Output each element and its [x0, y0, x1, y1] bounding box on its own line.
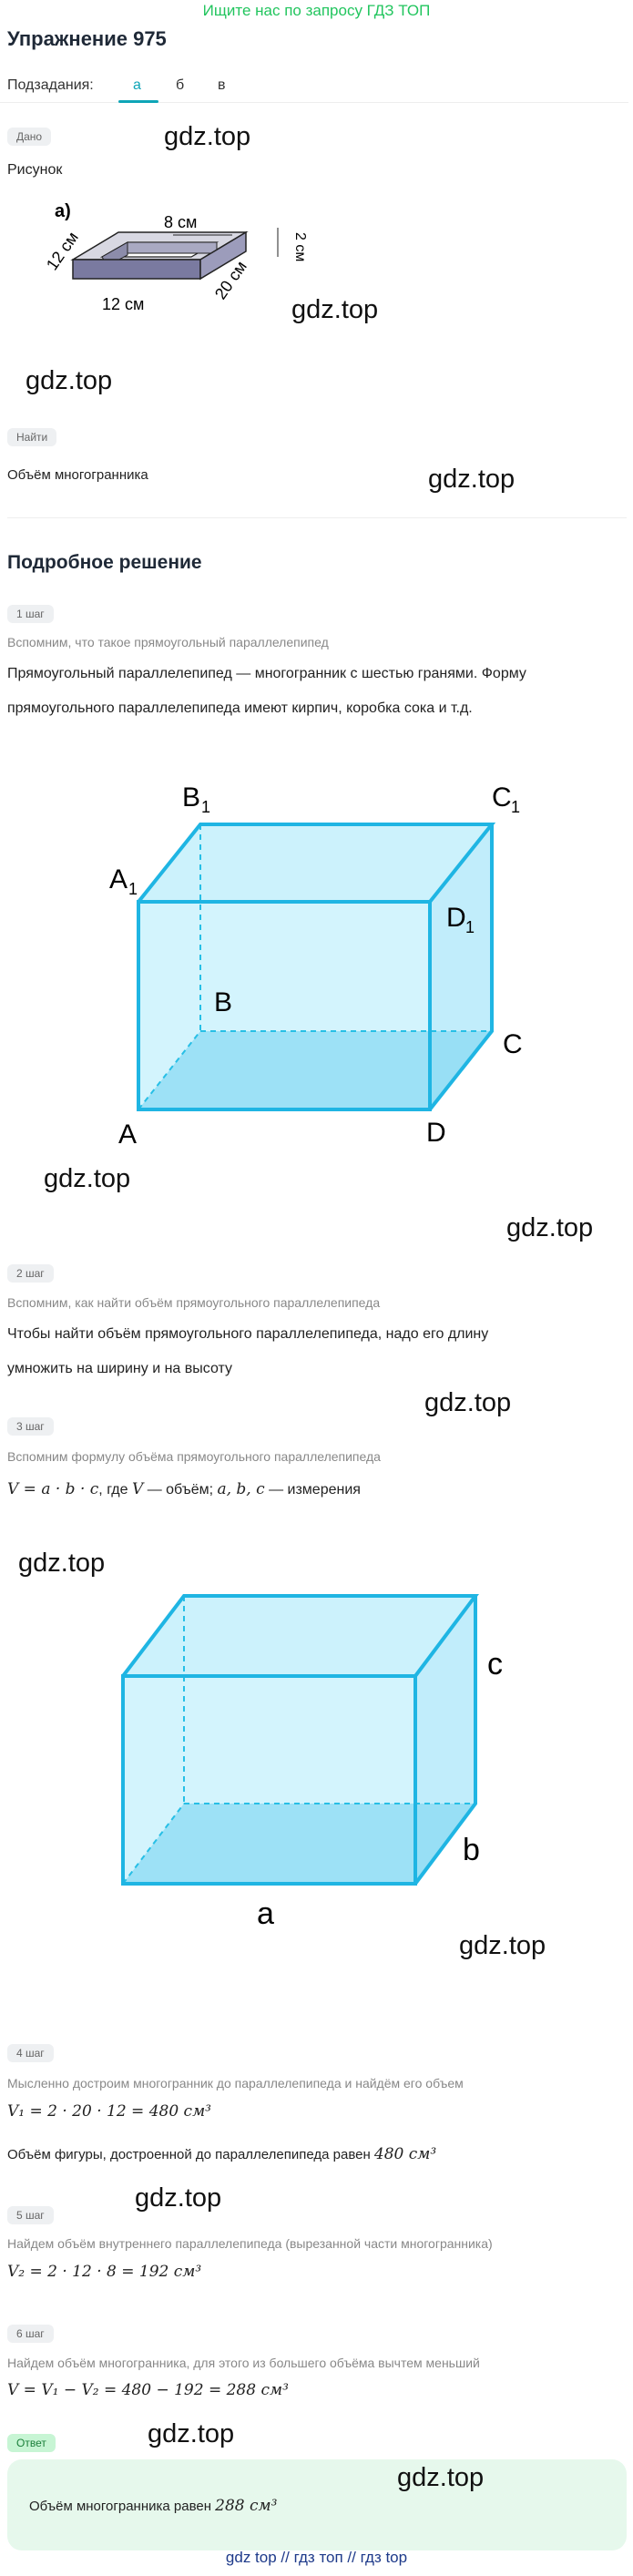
- footer-links[interactable]: gdz top // гдз топ // гдз top: [225, 2549, 408, 2566]
- subtask-tab-v[interactable]: в: [218, 77, 226, 93]
- step-hint: Найдем объём многогранника, для этого из…: [7, 2356, 480, 2370]
- given-text: Рисунок: [7, 162, 63, 178]
- figure-height: 2 см: [292, 232, 308, 261]
- step-hint: Найдем объём внутреннего параллелепипеда…: [7, 2236, 493, 2251]
- subtasks-label: Подзадания:: [7, 77, 94, 93]
- edge-label-a: a: [257, 1896, 274, 1931]
- step-text: прямоугольного параллелепипеда имеют кир…: [7, 700, 473, 716]
- solution-title: Подробное решение: [7, 552, 202, 573]
- vertex-label-b: B: [214, 987, 232, 1017]
- watermark: gdz.top: [506, 1213, 594, 1242]
- formula-tail: — объём;: [143, 1482, 218, 1498]
- step-text: Чтобы найти объём прямоугольного паралле…: [7, 1326, 489, 1342]
- formula-abc: a, b, c: [217, 1480, 265, 1498]
- step-chip: 6 шаг: [7, 2325, 54, 2343]
- formula-text: , где: [98, 1482, 132, 1498]
- step-chip: 1 шаг: [7, 605, 54, 623]
- parallelepiped-figure: A 1 B 1 C 1 D 1 B C A D: [109, 782, 523, 1148]
- formula-v: V: [131, 1480, 144, 1498]
- given-figure: а) 8 см 2 см 12 см 20 см 12 см: [43, 201, 308, 313]
- watermark: gdz.top: [148, 2419, 235, 2448]
- section-divider: [7, 517, 627, 518]
- formula-end: — измерения: [264, 1482, 361, 1498]
- figure-bottom: 12 см: [102, 295, 144, 313]
- vertex-label-c: C: [503, 1029, 523, 1059]
- answer-box: [7, 2459, 627, 2550]
- find-chip: Найти: [7, 428, 57, 446]
- page-title: Упражнение 975: [7, 27, 167, 50]
- vertex-label-b1: B: [182, 782, 200, 813]
- watermark: gdz.top: [18, 1549, 106, 1578]
- watermark: gdz.top: [428, 465, 516, 494]
- answer-chip: Ответ: [7, 2434, 56, 2452]
- watermark: gdz.top: [397, 2463, 485, 2492]
- step-hint: Мысленно достроим многогранник до паралл…: [7, 2076, 464, 2090]
- step-value: 480 см³: [373, 2145, 437, 2163]
- subtask-tab-a[interactable]: а: [133, 77, 141, 93]
- step-chip: 2 шаг: [7, 1264, 54, 1283]
- active-tab-indicator: [118, 100, 158, 103]
- step-chip: 3 шаг: [7, 1417, 54, 1436]
- edge-label-c: c: [487, 1647, 503, 1682]
- step-text: Объём фигуры, достроенной до параллелепи…: [7, 2147, 374, 2162]
- watermark: gdz.top: [424, 1388, 512, 1417]
- step-text: Прямоугольный параллелепипед — многогран…: [7, 666, 526, 681]
- vertex-label-d1: D: [446, 903, 466, 933]
- watermark: gdz.top: [44, 1164, 131, 1193]
- edge-label-b: b: [463, 1833, 480, 1867]
- search-promo-link[interactable]: Ищите нас по запросу ГДЗ ТОП: [202, 2, 431, 19]
- vertex-subscript: 1: [465, 918, 475, 936]
- find-text: Объём многогранника: [7, 467, 148, 483]
- step-chip: 4 шаг: [7, 2044, 54, 2062]
- vertex-label-c1: C: [492, 782, 512, 813]
- tabs-divider: [0, 102, 628, 103]
- answer-value: 288 см³: [215, 2497, 278, 2515]
- vertex-subscript: 1: [201, 798, 210, 816]
- vertex-label-a1: A: [109, 864, 128, 894]
- figure-top-length: 8 см: [164, 213, 197, 231]
- subtask-tab-b[interactable]: б: [176, 77, 185, 93]
- step-hint: Вспомним, что такое прямоугольный паралл…: [7, 635, 329, 649]
- volume-formula: V = a · b · c: [7, 1480, 99, 1498]
- vertex-label-a: A: [118, 1119, 137, 1148]
- watermark: gdz.top: [164, 122, 251, 151]
- step-formula: V₂ = 2 · 12 · 8 = 192 см³: [7, 2263, 202, 2281]
- watermark: gdz.top: [291, 295, 379, 324]
- step-text-line: Объём фигуры, достроенной до параллелепи…: [7, 2141, 436, 2169]
- vertex-subscript: 1: [128, 880, 138, 898]
- answer-text-line: Объём многогранника равен 288 см³: [29, 2492, 277, 2520]
- watermark: gdz.top: [135, 2183, 222, 2213]
- figure-part-label: а): [55, 201, 71, 221]
- step-hint: Вспомним, как найти объём прямоугольного…: [7, 1295, 381, 1310]
- watermark: gdz.top: [459, 1931, 546, 1960]
- step-chip: 5 шаг: [7, 2206, 54, 2224]
- step-hint: Вспомним формулу объёма прямоугольного п…: [7, 1449, 381, 1464]
- watermark: gdz.top: [26, 366, 113, 395]
- vertex-label-d: D: [426, 1118, 446, 1148]
- step-formula: V₁ = 2 · 20 · 12 = 480 см³: [7, 2102, 211, 2121]
- vertex-subscript: 1: [511, 798, 520, 816]
- step-formula: V = V₁ − V₂ = 480 − 192 = 288 см³: [7, 2381, 289, 2399]
- step-text: умножить на ширину и на высоту: [7, 1361, 232, 1376]
- given-chip: Дано: [7, 128, 52, 146]
- answer-text: Объём многогранника равен: [29, 2499, 216, 2514]
- abc-parallelepiped-figure: c b a: [121, 1594, 503, 1931]
- formula-line: V = a · b · c, где V — объём; a, b, c — …: [7, 1476, 361, 1504]
